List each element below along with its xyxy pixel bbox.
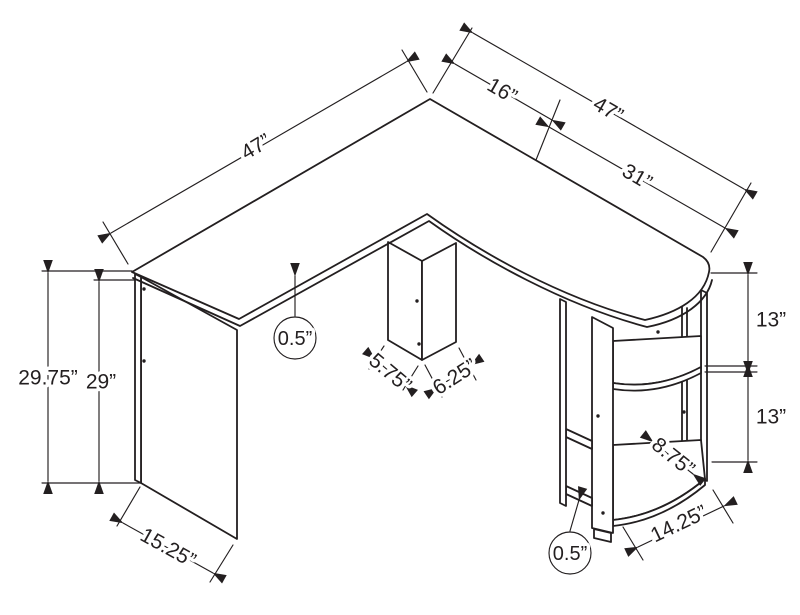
cam-dot bbox=[417, 342, 421, 346]
dimension-lines bbox=[43, 22, 758, 584]
shelf-middle-panel bbox=[591, 316, 614, 534]
dim-line-6-25 bbox=[423, 353, 485, 400]
desk-top-edge-band bbox=[132, 220, 713, 328]
dim-line-14-25 bbox=[624, 496, 738, 557]
cam-dot bbox=[142, 287, 146, 291]
ext-line bbox=[432, 27, 473, 94]
cam-dot bbox=[415, 299, 419, 303]
dim-label-5-75: 5.75” bbox=[364, 349, 415, 397]
dim-label-15-25: 15.25” bbox=[136, 524, 199, 573]
leg-panel-face bbox=[140, 276, 238, 540]
leg-panel-edge bbox=[134, 273, 142, 484]
callout-circle-shelf-thickness bbox=[548, 531, 592, 575]
dim-label-31: 31” bbox=[618, 159, 656, 194]
cam-dot bbox=[142, 359, 146, 363]
ext-line bbox=[116, 486, 141, 527]
ext-line bbox=[535, 99, 561, 161]
shelf-mid-stretcher bbox=[565, 428, 593, 450]
thickness-callout-shelf: 0.5” bbox=[548, 486, 592, 575]
upper-shelf-edge-band bbox=[612, 366, 702, 392]
dim-label-16: 16” bbox=[483, 73, 521, 108]
cam-dot bbox=[596, 414, 600, 418]
ext-line bbox=[209, 544, 234, 583]
shelf-left-panel bbox=[559, 298, 567, 507]
shelf-bottom-stretcher bbox=[565, 485, 593, 507]
desk-top bbox=[131, 98, 713, 328]
dim-line-31 bbox=[535, 116, 739, 239]
shelf-middle-panel-foot bbox=[593, 528, 612, 543]
ext-line bbox=[401, 49, 428, 93]
desk-top-surface bbox=[131, 98, 711, 321]
center-support-column bbox=[387, 241, 457, 361]
dim-label-top-left-47: 47” bbox=[237, 129, 275, 164]
shelf-unit bbox=[559, 289, 708, 543]
dim-label-shelf-thickness: 0.5” bbox=[553, 543, 587, 565]
cam-hole-dots bbox=[142, 287, 686, 515]
ext-line bbox=[102, 221, 129, 265]
dim-label-29: 29” bbox=[86, 371, 116, 394]
cam-dot bbox=[656, 330, 660, 334]
cam-dot bbox=[682, 410, 686, 414]
dim-label-13-upper: 13” bbox=[756, 309, 786, 332]
callout-circle-top-thickness bbox=[273, 316, 317, 360]
column-side-face bbox=[421, 242, 457, 361]
dim-label-top-thickness: 0.5” bbox=[278, 328, 312, 350]
left-leg-panel bbox=[134, 273, 238, 540]
dim-line-top-left-47 bbox=[97, 51, 420, 244]
dim-line-5-75 bbox=[362, 346, 418, 398]
dim-label-6-25: 6.25” bbox=[429, 354, 482, 399]
dim-label-top-right-47: 47” bbox=[589, 92, 627, 127]
dim-label-29-75: 29.75” bbox=[18, 367, 78, 390]
ext-line bbox=[710, 182, 752, 253]
ext-line bbox=[622, 526, 644, 561]
dim-line-8-75 bbox=[639, 430, 707, 486]
callout-arrow-shelf-thickness bbox=[569, 486, 588, 532]
thickness-callout-top: 0.5” bbox=[273, 263, 317, 360]
cam-dot bbox=[601, 511, 605, 515]
dim-label-13-lower: 13” bbox=[756, 406, 786, 429]
dim-line-15-25 bbox=[109, 512, 227, 584]
